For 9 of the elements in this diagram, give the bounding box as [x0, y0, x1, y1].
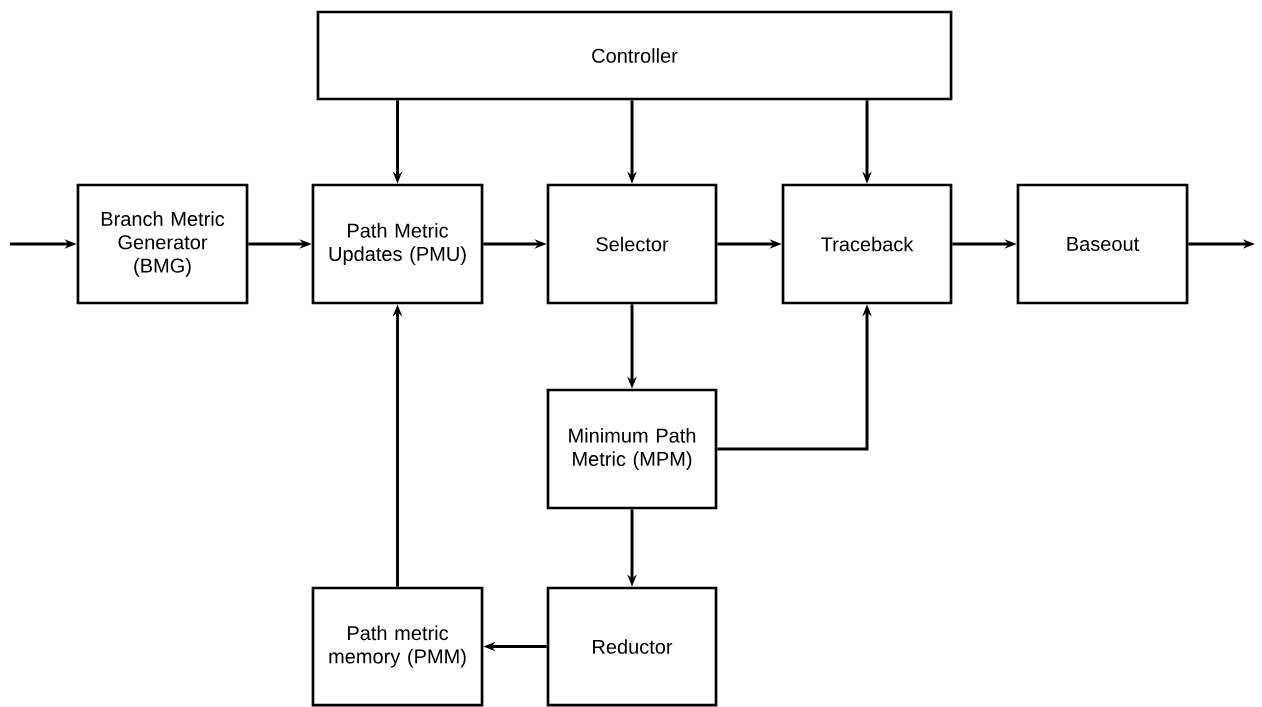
process-box: Traceback — [781, 183, 953, 305]
process-box: Path metric memory (PMM) — [311, 586, 484, 707]
controller-box: Controller — [316, 10, 953, 101]
process-box: Baseout — [1016, 183, 1189, 305]
process-box: Selector — [546, 183, 718, 305]
process-box: Reductor — [546, 586, 718, 707]
process-box: Path Metric Updates (PMU) — [311, 183, 484, 305]
process-box: Minimum Path Metric (MPM) — [546, 388, 718, 510]
process-box: Branch Metric Generator (BMG) — [76, 183, 249, 305]
